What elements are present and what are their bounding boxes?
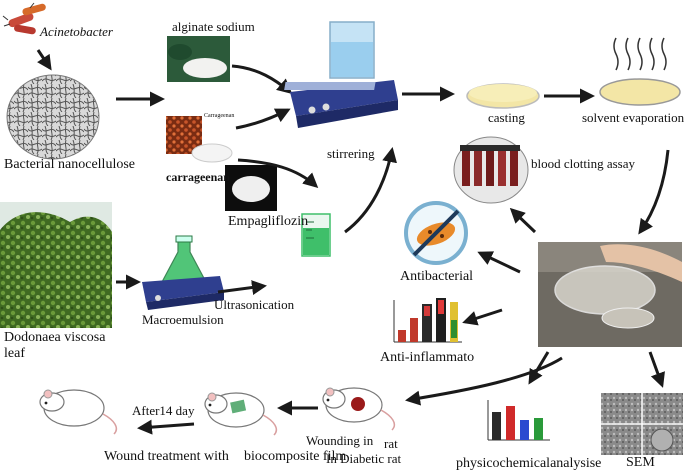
- rat-icon: [322, 387, 396, 431]
- label-empagliflozin: Empagliflozin: [228, 214, 309, 229]
- label-carrageenan: carrageenan: [166, 170, 230, 184]
- label-in-diabetic-rat: In Diabetic rat: [326, 451, 402, 466]
- physicochemical-chart-icon: [487, 400, 550, 441]
- label-dodonaea-line2: leaf: [4, 346, 25, 361]
- magnetic-stirrer-icon: [284, 21, 398, 128]
- label-anti-inflammato: Anti-inflammato: [380, 350, 475, 365]
- label-wound-treatment: Wound treatment with: [104, 449, 229, 464]
- label-physicochemical: physicochemicalanalysise: [456, 456, 602, 471]
- label-alginate-sodium: alginate sodium: [172, 19, 255, 34]
- label-bacterial-nanocellulose: Bacterial nanocellulose: [4, 157, 135, 172]
- label-biocomposite-film: biocomposite film: [244, 449, 347, 464]
- conical-flask-icon: [142, 235, 224, 310]
- empagliflozin-powder-icon: [225, 165, 277, 211]
- label-sem: SEM: [626, 455, 655, 470]
- label-dodonaea-line1: Dodonaea viscosa: [4, 330, 106, 345]
- alginate-powder-icon: [167, 36, 230, 82]
- label-macroemulsion: Macroemulsion: [142, 312, 224, 327]
- label-blood-clotting-assay: blood clotting assay: [531, 156, 635, 171]
- acinetobacter-bacteria-icon: [2, 2, 46, 35]
- label-carrageenan-tag: Carrageenan: [204, 113, 235, 119]
- label-solvent-evaporation: solvent evaporation: [582, 110, 685, 125]
- sem-micrograph-icon: [601, 393, 683, 455]
- blood-clotting-tubes-icon: [453, 136, 529, 204]
- label-rat: rat: [384, 436, 398, 451]
- carrageenan-powder-icon: [166, 116, 233, 163]
- label-casting: casting: [488, 110, 525, 125]
- dodonaea-plant-photo: [0, 202, 112, 328]
- label-stirrering: stirrering: [327, 146, 375, 161]
- green-beaker-icon: [301, 213, 331, 257]
- healed-rat-icon: [39, 389, 118, 435]
- label-acinetobacter: Acinetobacter: [40, 24, 113, 39]
- no-bacteria-icon: [404, 201, 468, 265]
- treated-rat-icon: [204, 392, 278, 436]
- label-after14: After14 day: [132, 403, 195, 418]
- anti-inflammatory-chart-icon: [393, 298, 462, 343]
- biocomposite-film-photo: [538, 242, 682, 347]
- label-antibacterial: Antibacterial: [400, 269, 474, 284]
- nanocellulose-fiber-icon: [6, 74, 100, 160]
- label-wounding-in: Wounding in: [306, 433, 374, 448]
- solvent-evaporation-dish-icon: [599, 37, 681, 106]
- petri-dish-icon: [466, 83, 540, 109]
- label-ultrasonication: Ultrasonication: [214, 297, 295, 312]
